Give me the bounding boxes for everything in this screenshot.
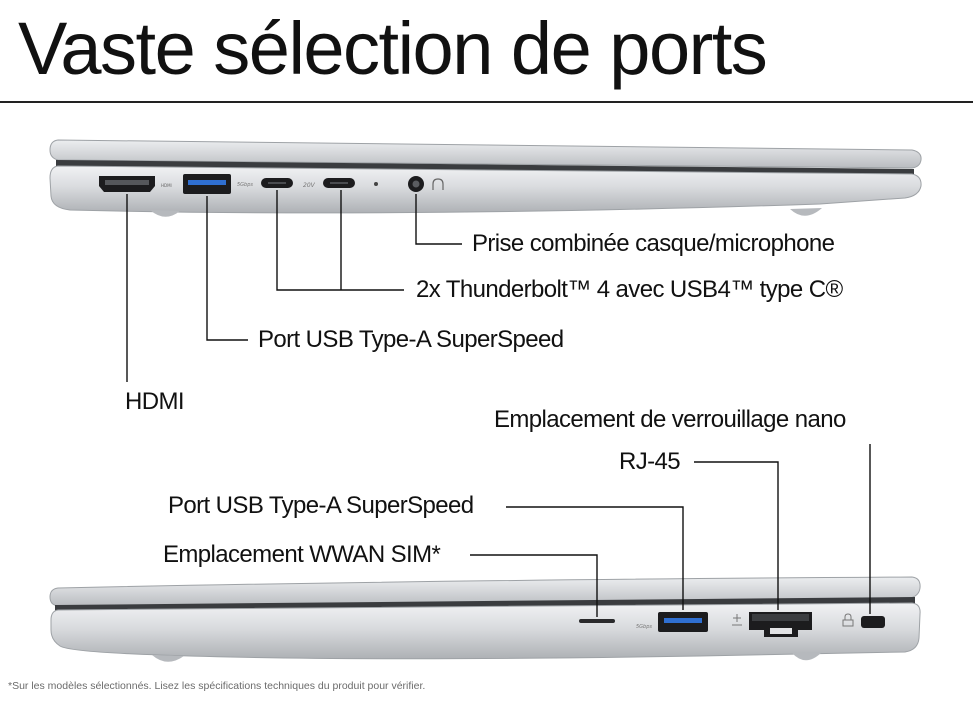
leader-usb-a-bottom: [506, 506, 684, 610]
leader-rj45: [694, 461, 779, 610]
label-rj45: RJ-45: [619, 448, 681, 475]
usb-a-port-top-insert: [188, 180, 226, 185]
top-laptop-lid: [49, 139, 922, 169]
leader-thunderbolt: [276, 190, 404, 291]
title-divider: [0, 101, 973, 103]
leader-usb-a-top: [206, 196, 248, 341]
top-laptop-foot-right: [790, 208, 822, 216]
hdmi-port-contacts: [105, 180, 149, 185]
bottom-leader-lines: [470, 444, 871, 617]
label-usb-a-bottom: Port USB Type-A SuperSpeed: [168, 492, 474, 519]
wwan-sim-slot: [579, 619, 615, 623]
leader-audio-jack: [415, 194, 462, 245]
nano-lock-slot: [861, 616, 885, 628]
bottom-laptop: 5Gbps: [49, 576, 921, 662]
lock-icon: [842, 613, 854, 627]
label-usb-a-top: Port USB Type-A SuperSpeed: [258, 326, 564, 353]
bottom-laptop-hinge-gap: [55, 597, 915, 611]
top-laptop-base: [49, 165, 922, 214]
label-audio-jack: Prise combinée casque/microphone: [472, 230, 835, 257]
headset-icon: [432, 178, 444, 190]
top-laptop: HDMI 5Gbps 20V: [49, 139, 922, 217]
bottom-laptop-foot-right: [792, 652, 822, 661]
usb-a-port-bottom-insert: [664, 618, 702, 623]
label-hdmi: HDMI: [125, 388, 185, 415]
usb-a-speed-mark-top: 5Gbps: [237, 182, 253, 188]
label-nano-lock: Emplacement de verrouillage nano: [494, 406, 846, 433]
label-wwan-sim: Emplacement WWAN SIM*: [163, 541, 441, 568]
bottom-laptop-lid: [49, 576, 921, 607]
top-leader-lines: [126, 190, 462, 382]
rj45-port-contacts: [752, 614, 809, 621]
usb-a-speed-mark-bottom: 5Gbps: [636, 624, 652, 630]
bottom-laptop-foot-left: [152, 655, 184, 662]
page-title: Vaste sélection de ports: [18, 7, 768, 90]
top-laptop-foot-left: [150, 210, 180, 217]
label-thunderbolt: 2x Thunderbolt™ 4 avec USB4™ type C®: [416, 276, 843, 303]
usbc-power-mark: 20V: [303, 182, 316, 189]
top-laptop-hinge-gap: [56, 160, 914, 174]
network-icon: [732, 614, 742, 626]
hdmi-mark: HDMI: [161, 183, 172, 188]
status-led: [374, 182, 378, 186]
footnote: *Sur les modèles sélectionnés. Lisez les…: [8, 680, 426, 692]
leader-wwan-sim: [470, 554, 598, 617]
